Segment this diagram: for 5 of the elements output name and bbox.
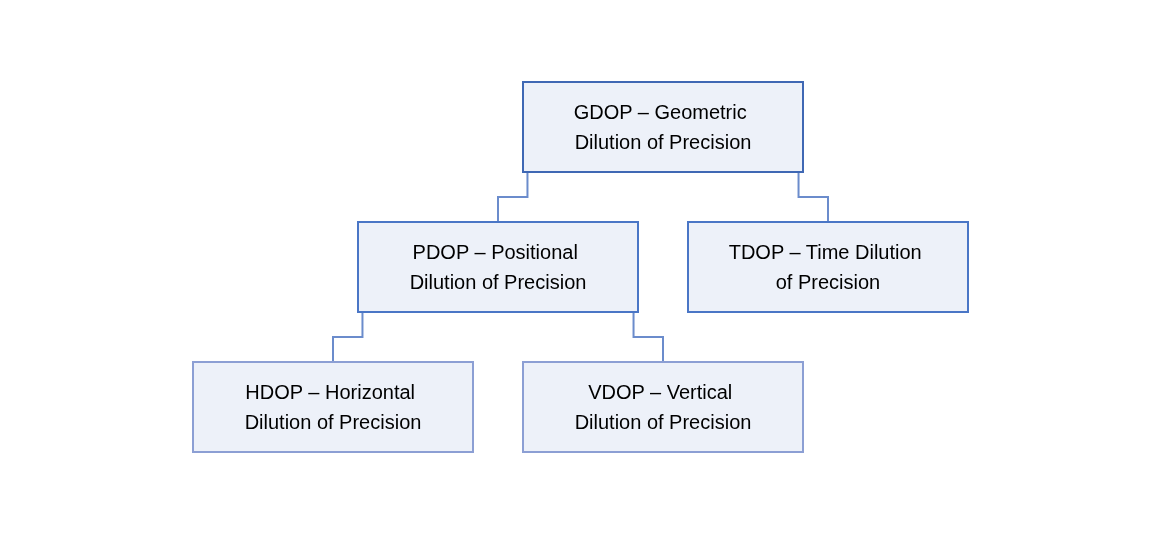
node-box: HDOP – Horizontal Dilution of Precision bbox=[191, 360, 474, 453]
node-box: GDOP – Geometric Dilution of Precision bbox=[521, 80, 804, 173]
node-box: VDOP – Vertical Dilution of Precision bbox=[521, 360, 804, 453]
node-box: PDOP – Positional Dilution of Precision bbox=[356, 220, 639, 313]
node-box: TDOP – Time Dilution of Precision bbox=[686, 220, 969, 313]
